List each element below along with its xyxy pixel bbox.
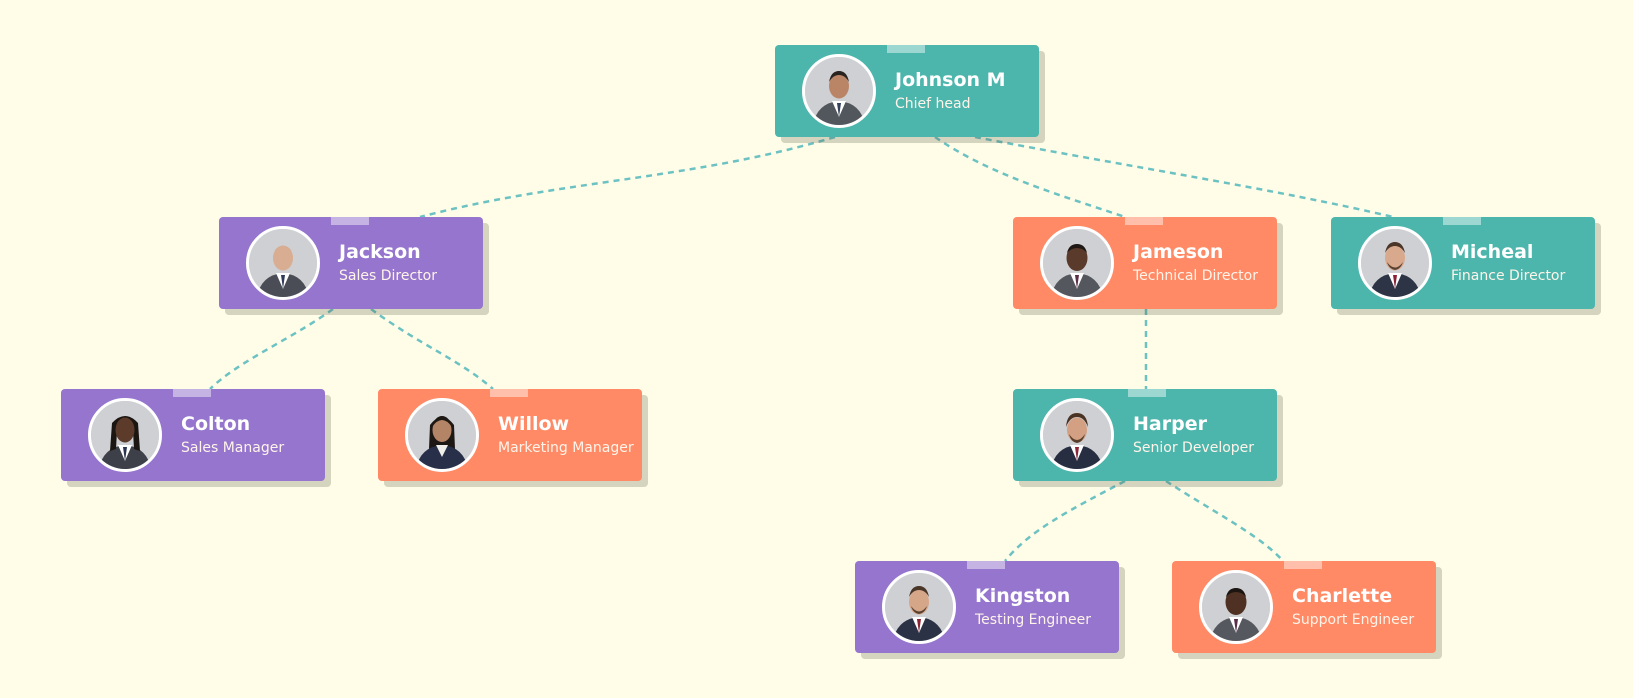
node-tab <box>887 45 925 53</box>
node-tab <box>967 561 1005 569</box>
node-name: Harper <box>1133 413 1207 435</box>
avatar-photo <box>1040 398 1114 472</box>
connector-harper-kingston <box>1004 479 1126 562</box>
avatar-photo <box>246 226 320 300</box>
node-name: Charlette <box>1292 585 1393 607</box>
node-role: Senior Developer <box>1133 440 1255 456</box>
node-role: Testing Engineer <box>975 612 1092 628</box>
node-micheal[interactable]: Micheal Finance Director <box>1331 217 1595 309</box>
node-tab <box>1128 389 1166 397</box>
avatar-photo <box>1199 570 1273 644</box>
node-tab <box>1125 217 1163 225</box>
connector-harper-charlette <box>1165 479 1284 562</box>
avatar-photo <box>882 570 956 644</box>
avatar-photo <box>1040 226 1114 300</box>
node-harper[interactable]: Harper Senior Developer <box>1013 389 1277 481</box>
node-tab <box>1443 217 1481 225</box>
avatar-photo <box>1358 226 1432 300</box>
node-tab <box>173 389 211 397</box>
node-name: Johnson M <box>895 69 1006 91</box>
node-jameson[interactable]: Jameson Technical Director <box>1013 217 1277 309</box>
avatar-photo <box>405 398 479 472</box>
node-tab <box>1284 561 1322 569</box>
node-willow[interactable]: Willow Marketing Manager <box>378 389 642 481</box>
connector-jackson-colton <box>209 307 334 390</box>
connector-johnson-jameson <box>934 135 1126 219</box>
node-role: Sales Manager <box>181 440 285 456</box>
node-role: Technical Director <box>1133 268 1258 284</box>
node-name: Willow <box>498 413 570 435</box>
connector-johnson-jackson <box>419 135 836 219</box>
avatar-photo <box>88 398 162 472</box>
node-colton[interactable]: Colton Sales Manager <box>61 389 325 481</box>
node-johnson[interactable]: Johnson M Chief head <box>775 45 1039 137</box>
node-role: Finance Director <box>1451 268 1566 284</box>
avatar-photo <box>802 54 876 128</box>
node-tab <box>331 217 369 225</box>
node-role: Sales Director <box>339 268 437 284</box>
node-kingston[interactable]: Kingston Testing Engineer <box>855 561 1119 653</box>
node-name: Micheal <box>1451 241 1534 263</box>
node-name: Colton <box>181 413 251 435</box>
node-name: Kingston <box>975 585 1071 607</box>
node-role: Chief head <box>895 96 971 112</box>
connector-johnson-micheal <box>974 135 1394 219</box>
node-name: Jackson <box>339 241 421 263</box>
connector-jackson-willow <box>370 307 494 390</box>
node-jackson[interactable]: Jackson Sales Director <box>219 217 483 309</box>
node-tab <box>490 389 528 397</box>
node-role: Marketing Manager <box>498 440 634 456</box>
node-name: Jameson <box>1133 241 1224 263</box>
node-charlette[interactable]: Charlette Support Engineer <box>1172 561 1436 653</box>
node-role: Support Engineer <box>1292 612 1415 628</box>
